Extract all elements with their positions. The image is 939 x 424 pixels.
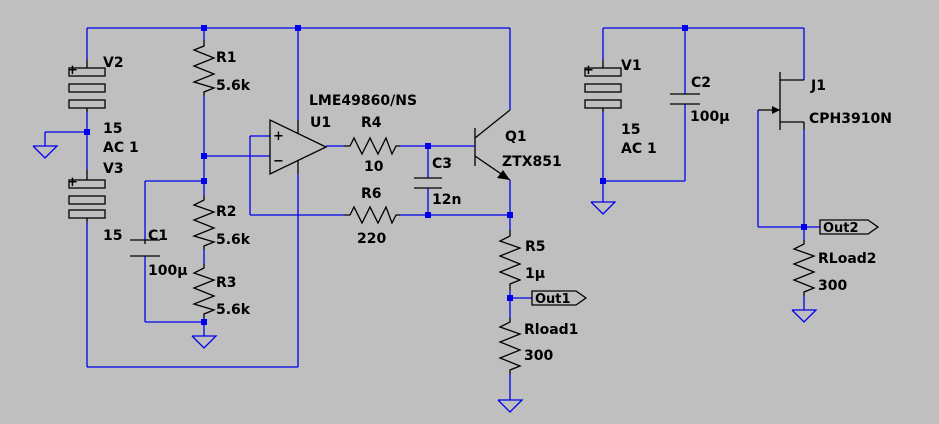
svg-text:Out1: Out1 xyxy=(535,292,571,307)
capacitor-c3[interactable] xyxy=(414,177,442,189)
q1-label: Q1 xyxy=(505,129,527,145)
j1-part: CPH3910N xyxy=(809,111,892,127)
r6-label: R6 xyxy=(361,186,382,202)
r1-label: R1 xyxy=(216,50,237,66)
r5-value: 1µ xyxy=(525,266,545,282)
c3-value: 12n xyxy=(432,192,461,208)
svg-text:Out2: Out2 xyxy=(823,221,859,236)
net-label-out1[interactable]: Out1 xyxy=(531,290,588,307)
v1-value: 15 xyxy=(621,122,640,138)
rload2-value: 300 xyxy=(818,278,847,294)
v2-value: 15 xyxy=(103,121,122,137)
c2-value: 100µ xyxy=(690,109,730,125)
jfet-j1[interactable] xyxy=(758,72,805,130)
source-v2[interactable]: + xyxy=(67,60,106,112)
transistor-q1[interactable] xyxy=(474,109,511,181)
ground-icon xyxy=(191,335,218,349)
resistor-r6[interactable] xyxy=(344,205,400,225)
svg-text:+: + xyxy=(67,175,78,190)
opamp-minus-pin: − xyxy=(273,154,284,169)
c2-label: C2 xyxy=(691,75,711,91)
c3-label: C3 xyxy=(432,156,452,172)
resistor-r3[interactable] xyxy=(192,264,216,318)
j1-label: J1 xyxy=(810,78,826,94)
resistor-r5[interactable] xyxy=(498,230,522,290)
resistor-r2[interactable] xyxy=(192,196,216,250)
junctions xyxy=(84,25,807,325)
r3-label: R3 xyxy=(216,275,237,291)
v1-ac: AC 1 xyxy=(621,141,657,157)
ground-icon xyxy=(590,201,617,215)
component-labels: V2 15 AC 1 V3 15 R1 5.6k R2 5.6k R3 5.6k… xyxy=(103,50,892,364)
r3-value: 5.6k xyxy=(216,302,251,318)
v1-label: V1 xyxy=(621,58,642,74)
r5-label: R5 xyxy=(525,239,546,255)
rload1-label: Rload1 xyxy=(524,322,578,338)
svg-text:+: + xyxy=(67,63,78,78)
net-label-out2[interactable]: Out2 xyxy=(819,219,880,236)
opamp-plus-pin: + xyxy=(273,129,284,144)
opamp-u1[interactable]: + − xyxy=(269,118,328,176)
c1-value: 100µ xyxy=(148,263,188,279)
svg-text:+: + xyxy=(583,63,594,78)
u1-part: LME49860/NS xyxy=(309,93,417,109)
capacitor-c1[interactable] xyxy=(130,239,160,257)
source-v3[interactable]: + xyxy=(67,170,106,222)
v2-label: V2 xyxy=(103,55,124,71)
r2-label: R2 xyxy=(216,204,237,220)
ground-icon xyxy=(32,145,59,159)
r4-label: R4 xyxy=(361,115,382,131)
c1-label: C1 xyxy=(148,228,168,244)
ground-icon xyxy=(497,399,524,413)
rload2-label: RLoad2 xyxy=(818,251,877,267)
resistor-rload2[interactable] xyxy=(792,240,816,296)
v2-ac: AC 1 xyxy=(103,140,139,156)
source-v1[interactable]: + xyxy=(583,60,622,112)
resistor-r1[interactable] xyxy=(192,40,216,96)
r4-value: 10 xyxy=(364,159,384,175)
q1-part: ZTX851 xyxy=(502,154,562,170)
resistor-r4[interactable] xyxy=(344,136,400,156)
capacitor-c2[interactable] xyxy=(670,93,700,105)
r6-value: 220 xyxy=(357,231,386,247)
v3-label: V3 xyxy=(103,161,124,177)
u1-label: U1 xyxy=(310,115,331,131)
wires xyxy=(44,27,820,400)
r1-value: 5.6k xyxy=(216,78,251,94)
ground-icon xyxy=(791,309,818,323)
r2-value: 5.6k xyxy=(216,232,251,248)
rload1-value: 300 xyxy=(524,348,553,364)
v3-value: 15 xyxy=(103,228,122,244)
resistor-rload1[interactable] xyxy=(498,318,522,374)
